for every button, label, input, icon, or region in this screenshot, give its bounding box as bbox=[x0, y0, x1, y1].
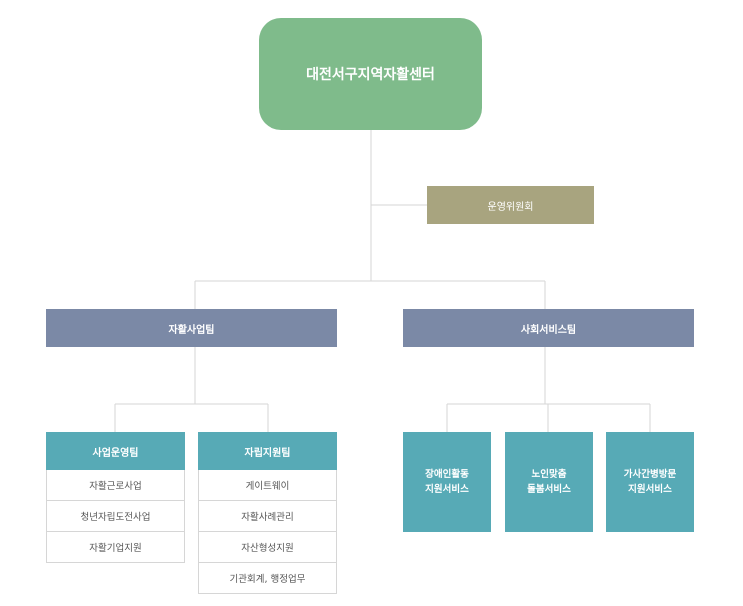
service-label-line1: 노인맞춤 bbox=[531, 469, 567, 480]
team-self-support: 자활사업팀 bbox=[46, 309, 337, 347]
root-label: 대전서구지역자활센터 bbox=[306, 67, 435, 83]
list-item: 청년자립도전사업 bbox=[46, 501, 185, 532]
team-label: 자활사업팀 bbox=[168, 324, 215, 336]
team-social-service: 사회서비스팀 bbox=[403, 309, 694, 347]
service-label-line1: 가사간병방문 bbox=[623, 469, 677, 480]
subteam-independence-support: 자립지원팀 bbox=[198, 432, 337, 470]
service-label-line2: 지원서비스 bbox=[628, 484, 672, 495]
team-label: 사회서비스팀 bbox=[520, 324, 577, 336]
service-home-nursing: 가사간병방문 지원서비스 bbox=[606, 432, 694, 532]
list-item: 기관회계, 행정업무 bbox=[198, 563, 337, 594]
subteam-independence-support-items: 게이트웨이 자활사례관리 자산형성지원 기관회계, 행정업무 bbox=[198, 470, 337, 594]
subteam-business-operation: 사업운영팀 bbox=[46, 432, 185, 470]
committee-node: 운영위원회 bbox=[427, 186, 594, 224]
list-item: 자활사례관리 bbox=[198, 501, 337, 532]
subteam-label: 자립지원팀 bbox=[244, 447, 291, 459]
subteam-label: 사업운영팀 bbox=[92, 447, 139, 459]
list-item: 자활근로사업 bbox=[46, 470, 185, 501]
list-item: 자산형성지원 bbox=[198, 532, 337, 563]
service-disability-activity: 장애인활동 지원서비스 bbox=[403, 432, 491, 532]
subteam-business-operation-items: 자활근로사업 청년자립도전사업 자활기업지원 bbox=[46, 470, 185, 563]
service-label-line2: 지원서비스 bbox=[425, 484, 469, 495]
committee-label: 운영위원회 bbox=[487, 201, 534, 213]
service-elderly-care: 노인맞춤 돌봄서비스 bbox=[505, 432, 593, 532]
root-node: 대전서구지역자활센터 bbox=[259, 18, 482, 130]
service-label-line2: 돌봄서비스 bbox=[527, 484, 571, 495]
service-label-line1: 장애인활동 bbox=[425, 469, 469, 480]
list-item: 자활기업지원 bbox=[46, 532, 185, 563]
list-item: 게이트웨이 bbox=[198, 470, 337, 501]
